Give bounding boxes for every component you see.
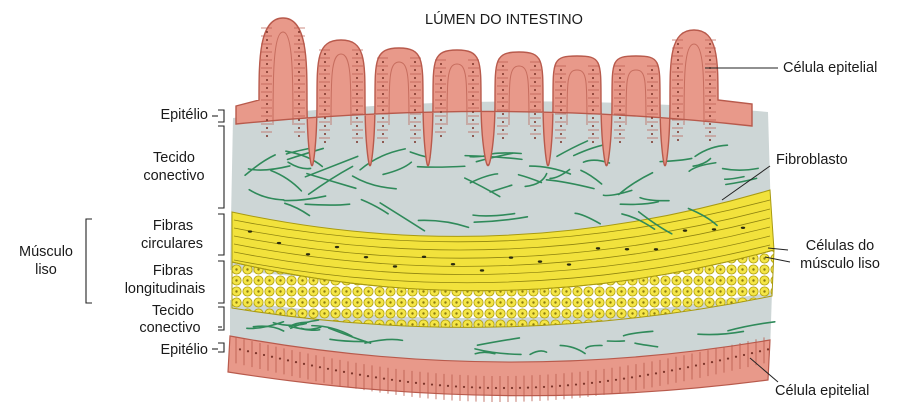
- label-circular-fibers-1: Fibras: [128, 218, 218, 235]
- label-circular-fibers-2: circulares: [118, 236, 226, 253]
- label-connective-2: conectivo: [120, 168, 228, 185]
- label-smooth-muscle-1: Músculo: [10, 244, 82, 261]
- label-epithelium-top: Epitélio: [110, 107, 208, 124]
- label-longitudinal-fibers-1: Fibras: [128, 263, 218, 280]
- label-smooth-muscle-2: liso: [10, 262, 82, 279]
- label-connective-bottom-1: Tecido: [128, 303, 218, 320]
- label-fibroblast: Fibroblasto: [776, 152, 848, 169]
- lumen-title: LÚMEN DO INTESTINO: [425, 12, 583, 29]
- label-smooth-muscle-cells-1: Células do: [790, 238, 890, 255]
- label-epithelium-bottom: Epitélio: [110, 342, 208, 359]
- label-smooth-muscle-cells-2: músculo liso: [790, 256, 890, 273]
- label-connective-1: Tecido: [135, 150, 213, 167]
- label-epithelial-cell-bottom: Célula epitelial: [775, 383, 869, 400]
- label-longitudinal-fibers-2: longitudinais: [104, 281, 226, 298]
- label-epithelial-cell-top: Célula epitelial: [783, 60, 877, 77]
- label-connective-bottom-2: conectivo: [118, 320, 222, 337]
